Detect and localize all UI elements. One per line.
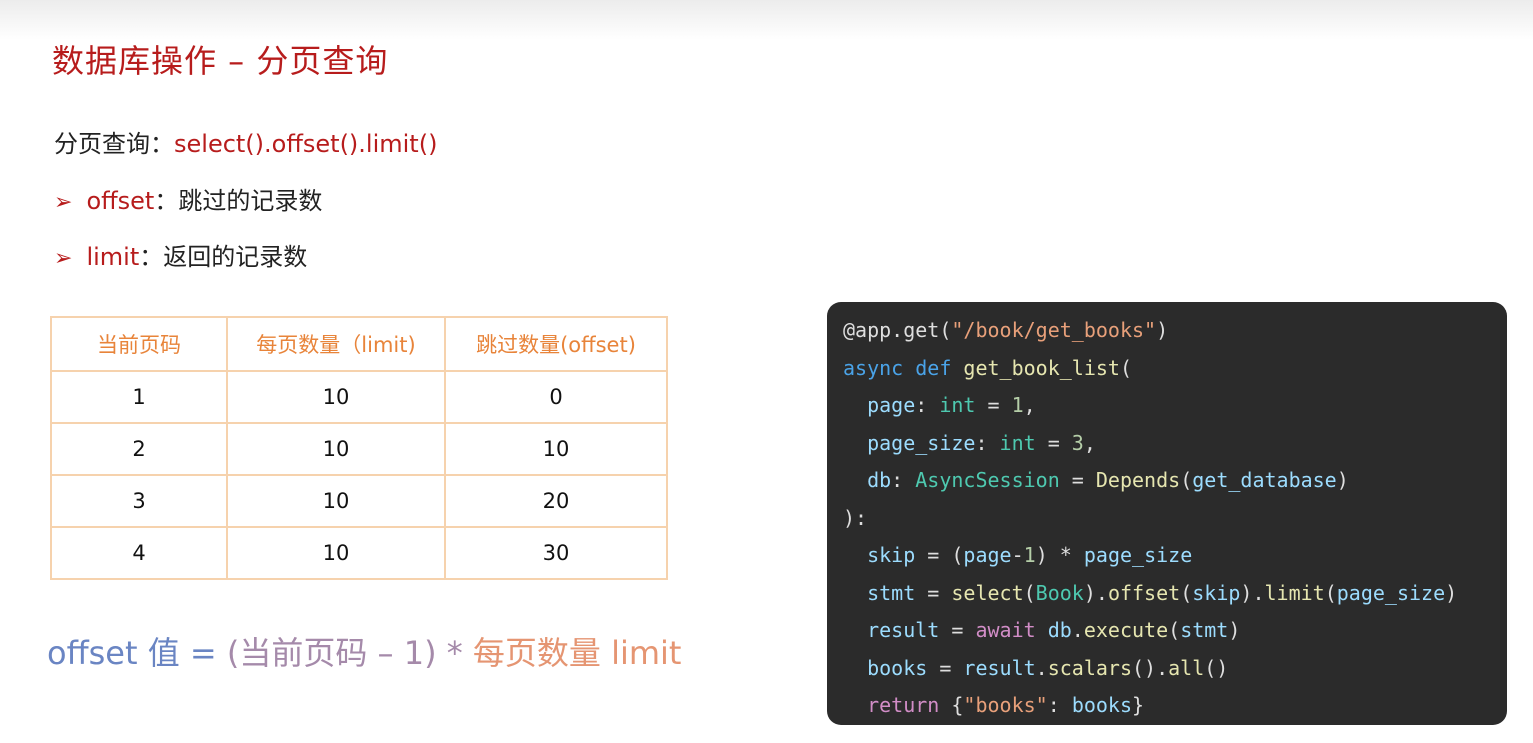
arrow-bullet-icon: ➢ <box>54 190 73 215</box>
table-cell: 4 <box>50 526 228 580</box>
bullet-desc: ：跳过的记录数 <box>154 187 323 215</box>
table-row: 1 10 0 <box>50 370 668 424</box>
code-line: db: AsyncSession = Depends(get_database) <box>843 468 1349 492</box>
top-gradient-bar <box>0 0 1533 40</box>
table-cell: 10 <box>444 422 668 476</box>
bullet-offset: ➢ offset：跳过的记录数 <box>54 181 322 216</box>
code-line: skip = (page-1) * page_size <box>843 543 1193 567</box>
table-header-cell: 跳过数量(offset) <box>444 316 668 372</box>
code-line: @app.get("/book/get_books") <box>843 318 1169 342</box>
table-cell: 10 <box>226 474 446 528</box>
table-row: 3 10 20 <box>50 474 668 528</box>
code-line: stmt = select(Book).offset(skip).limit(p… <box>843 580 1458 605</box>
code-line: return {"books": books} <box>843 693 1145 717</box>
table-header-cell: 每页数量（limit) <box>226 316 446 372</box>
table-row: 2 10 10 <box>50 422 668 476</box>
bullet-desc: ：返回的记录数 <box>139 243 308 271</box>
arrow-bullet-icon: ➢ <box>54 246 73 271</box>
pagination-code: select().offset().limit() <box>174 130 438 158</box>
code-block: @app.get("/book/get_books") async def ge… <box>827 302 1507 725</box>
table-row: 4 10 30 <box>50 526 668 580</box>
bullet-term: limit <box>86 243 140 271</box>
code-line: page_size: int = 3, <box>843 430 1096 455</box>
table-cell: 1 <box>50 370 228 424</box>
code-line: ): <box>843 505 868 530</box>
code-line: result = await db.execute(stmt) <box>843 618 1241 642</box>
pagination-line: 分页查询：select().offset().limit() <box>54 124 437 159</box>
table-header-cell: 当前页码 <box>50 316 228 372</box>
table-cell: 3 <box>50 474 228 528</box>
pagination-label: 分页查询： <box>54 130 174 158</box>
table-cell: 10 <box>226 526 446 580</box>
table-cell: 0 <box>444 370 668 424</box>
table-cell: 10 <box>226 422 446 476</box>
code-line: books = result.scalars().all() <box>843 655 1229 680</box>
formula-part-page: (当前页码 – 1) * <box>226 634 473 672</box>
code-line: async def get_book_list( <box>843 355 1133 380</box>
table-cell: 10 <box>226 370 446 424</box>
formula-part-offset: offset 值 = <box>47 634 227 672</box>
table-cell: 2 <box>50 422 228 476</box>
table-header-row: 当前页码 每页数量（limit) 跳过数量(offset) <box>50 316 668 372</box>
code-line: page: int = 1, <box>843 393 1036 417</box>
offset-formula: offset 值 = (当前页码 – 1) * 每页数量 limit <box>47 628 681 674</box>
table-cell: 30 <box>444 526 668 580</box>
bullet-limit: ➢ limit：返回的记录数 <box>54 237 307 272</box>
bullet-term: offset <box>86 187 155 215</box>
table-cell: 20 <box>444 474 668 528</box>
formula-part-limit: 每页数量 limit <box>472 634 682 672</box>
pagination-table: 当前页码 每页数量（limit) 跳过数量(offset) 1 10 0 2 1… <box>50 316 668 580</box>
slide-title: 数据库操作 – 分页查询 <box>52 42 389 80</box>
